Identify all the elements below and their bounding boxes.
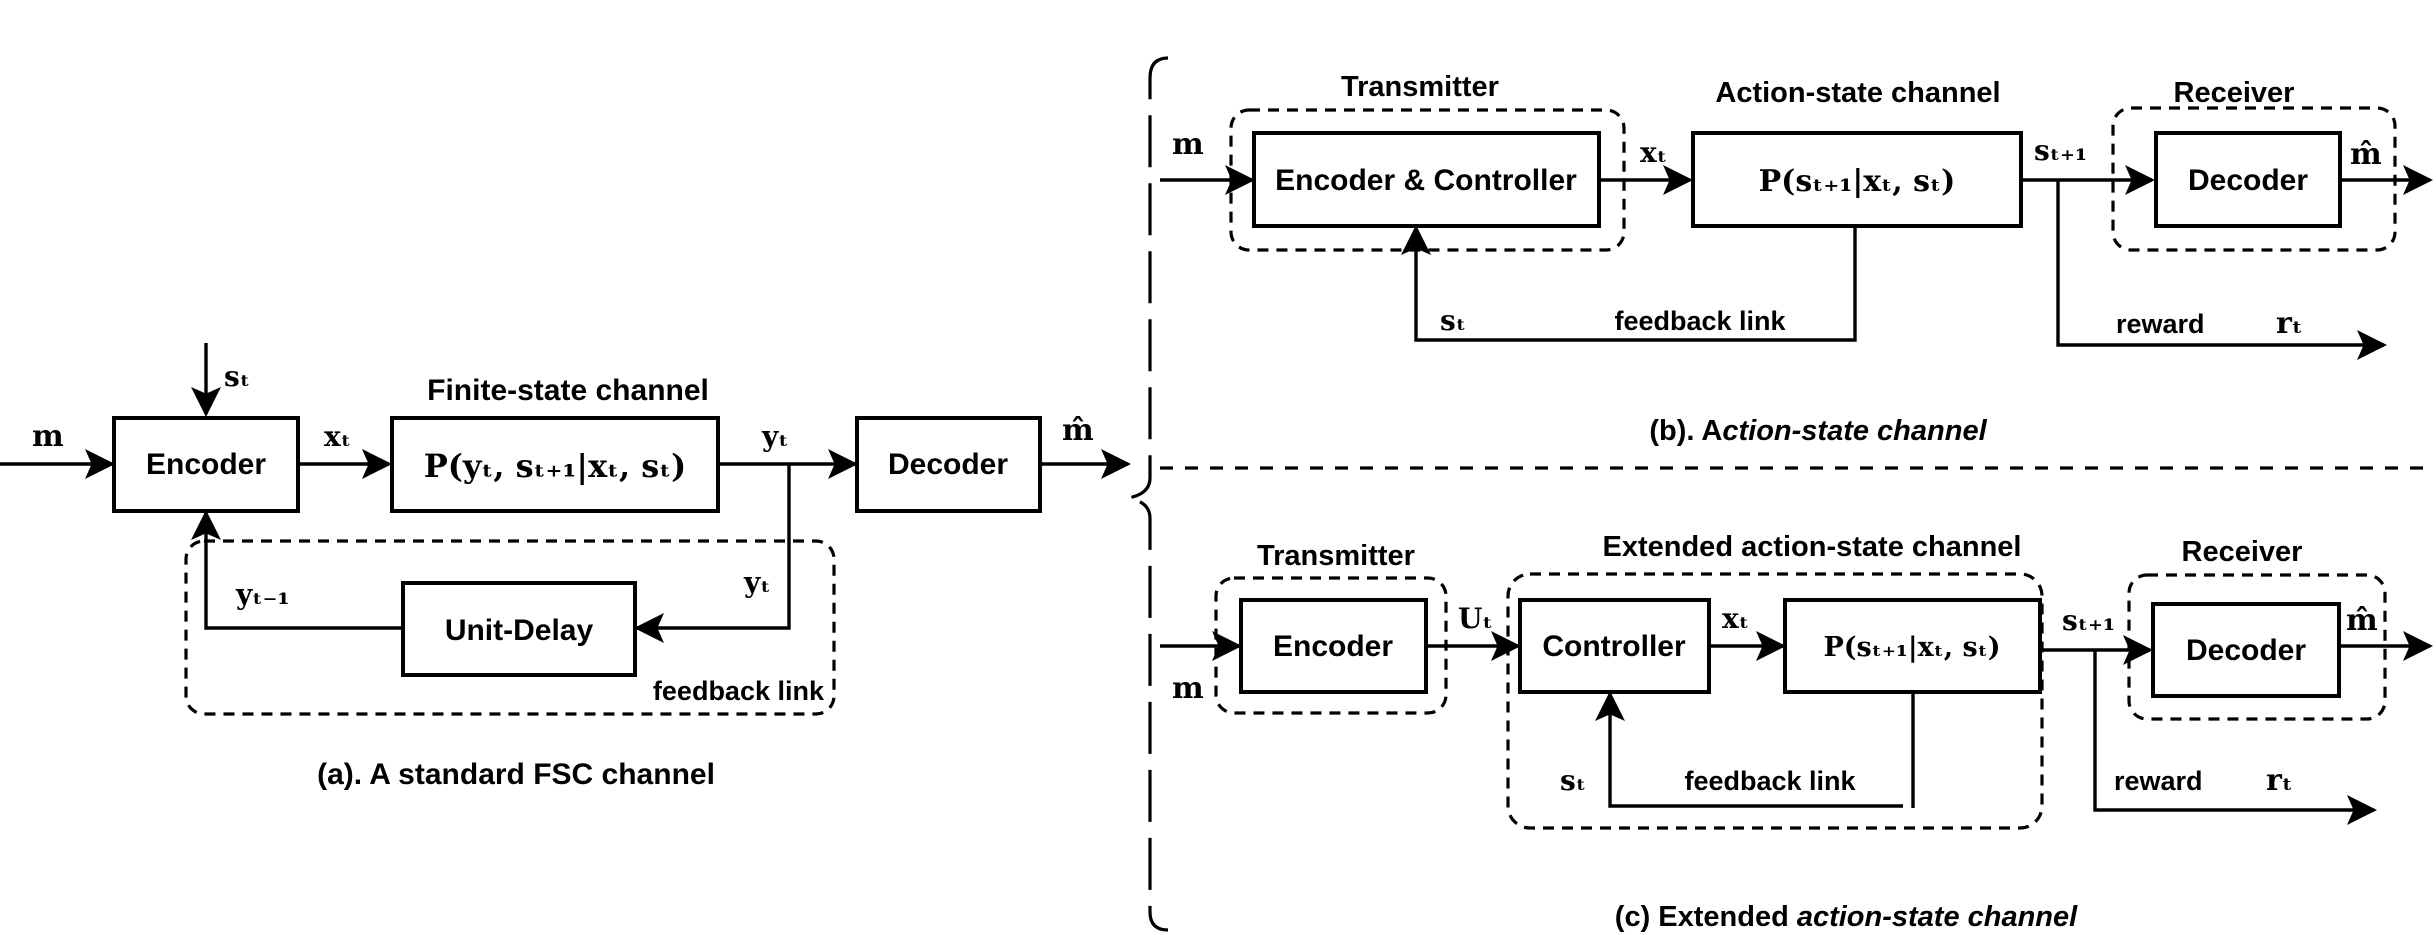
output-mhat-label-c: m̂ bbox=[2346, 603, 2378, 638]
feedback-line-b bbox=[1401, 225, 1857, 342]
encoder-box-a bbox=[112, 416, 300, 513]
input-m-label-b: m bbox=[1172, 127, 1204, 162]
ytm1-label-a: yₜ₋₁ bbox=[235, 578, 290, 611]
caption-b-prefix: (b). A bbox=[1649, 415, 1722, 447]
channel-fn-c: P(sₜ₊₁|xₜ, sₜ) bbox=[1823, 632, 2000, 663]
encoder-label-a: Encoder bbox=[146, 448, 266, 481]
receiver-region-c bbox=[2127, 573, 2387, 721]
fsc-fn-a: P(yₜ, sₜ₊₁|xₜ, sₜ) bbox=[424, 447, 687, 485]
input-m-label-c: m bbox=[1172, 671, 1204, 706]
st1-label-b: sₜ₊₁ bbox=[2034, 134, 2087, 167]
caption-b-italic: ction-state channel bbox=[1722, 415, 1987, 447]
xt-label-c: xₜ bbox=[1722, 602, 1749, 635]
unit-delay-label-a: Unit-Delay bbox=[445, 614, 594, 647]
rt-label-b: rₜ bbox=[2276, 306, 2303, 341]
feedback-label-b: feedback link bbox=[1614, 306, 1786, 336]
reward-line-b bbox=[2056, 180, 2387, 360]
caption-b: (b). Action-state channel bbox=[1649, 415, 1987, 447]
decoder-label-c: Decoder bbox=[2186, 634, 2306, 667]
receiver-title-b: Receiver bbox=[2174, 77, 2295, 109]
encoder-box-c bbox=[1239, 598, 1428, 694]
ext-region-c bbox=[1506, 572, 2044, 830]
output-mhat-label-b: m̂ bbox=[2350, 137, 2382, 172]
feedback-label-a: feedback link bbox=[653, 676, 825, 706]
feedback-up-a bbox=[191, 510, 403, 630]
decoder-label-a: Decoder bbox=[888, 448, 1008, 481]
ut-label-c: Uₜ bbox=[1458, 602, 1493, 635]
reward-label-c: reward bbox=[2114, 766, 2203, 796]
xt-label-a: xₜ bbox=[324, 420, 351, 453]
yt-fb-label-a: yₜ bbox=[743, 566, 771, 599]
decoder-box-b bbox=[2154, 131, 2342, 228]
dashed-brace bbox=[1127, 56, 1169, 932]
ext-title-c: Extended action-state channel bbox=[1603, 531, 2022, 563]
xt-label-b: xₜ bbox=[1640, 136, 1667, 169]
state-s-label-a: sₜ bbox=[224, 360, 250, 393]
channel-title-b: Action-state channel bbox=[1715, 77, 2000, 109]
rt-label-c: rₜ bbox=[2266, 763, 2293, 798]
feedback-down-a bbox=[634, 464, 791, 643]
channel-fn-b: P(sₜ₊₁|xₜ, sₜ) bbox=[1759, 164, 1956, 199]
output-mhat-label-a: m̂ bbox=[1062, 413, 1094, 448]
feedback-label-c: feedback link bbox=[1684, 766, 1856, 796]
transmitter-title-b: Transmitter bbox=[1341, 71, 1499, 103]
panel-b: Transmitter m Encoder & Controller xₜ Ac… bbox=[1160, 71, 2433, 447]
fsc-box-a bbox=[390, 416, 720, 513]
fsc-title-a: Finite-state channel bbox=[427, 374, 709, 407]
channel-box-c bbox=[1783, 598, 2042, 694]
transmitter-title-c: Transmitter bbox=[1257, 540, 1415, 572]
decoder-box-c bbox=[2151, 602, 2341, 698]
yt-label-a: yₜ bbox=[761, 420, 789, 453]
panel-c: Transmitter m Encoder Uₜ Extended action… bbox=[1160, 531, 2433, 933]
feedback-line-c bbox=[1595, 691, 1903, 808]
st-label-c: sₜ bbox=[1560, 764, 1586, 797]
encoder-controller-label-b: Encoder & Controller bbox=[1275, 164, 1577, 197]
caption-c-prefix: (c) Extended bbox=[1615, 901, 1789, 933]
st-label-b: sₜ bbox=[1440, 304, 1466, 337]
caption-a: (a). A standard FSC channel bbox=[317, 758, 715, 791]
decoder-box-a bbox=[855, 416, 1042, 513]
panel-divider bbox=[1127, 56, 2426, 932]
input-m-label-a: m bbox=[32, 419, 64, 454]
panel-a: m sₜ Encoder xₜ Finite-state channel P(y… bbox=[0, 343, 1131, 791]
caption-c-italic: action-state channel bbox=[1797, 901, 2078, 933]
feedback-region-a bbox=[184, 539, 836, 716]
reward-line-c bbox=[2093, 650, 2377, 825]
receiver-title-c: Receiver bbox=[2182, 536, 2303, 568]
encoder-label-c: Encoder bbox=[1273, 630, 1393, 663]
decoder-label-b: Decoder bbox=[2188, 164, 2308, 197]
st1-label-c: sₜ₊₁ bbox=[2062, 604, 2115, 637]
controller-label-c: Controller bbox=[1542, 630, 1686, 663]
reward-label-b: reward bbox=[2116, 309, 2205, 339]
